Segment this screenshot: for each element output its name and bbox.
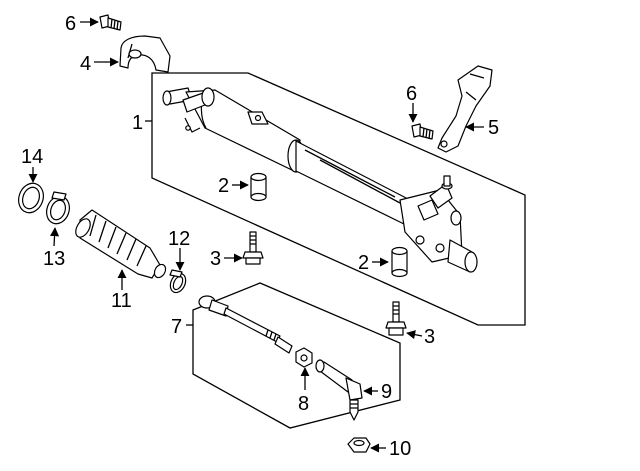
bolt-icon [411,123,434,140]
callout-7: 7 [171,316,182,338]
callout-11: 11 [111,290,132,312]
flange-bolt-icon [242,231,264,265]
bushing-icon [391,246,408,278]
callout-2: 2 [218,175,229,197]
clamp-icon [46,191,70,225]
callout-13: 13 [43,248,65,270]
nut-icon [295,347,313,368]
bracket-icon [119,35,171,73]
bushing-icon [250,172,267,202]
bolt-icon [99,14,122,31]
rack-assembly-outline [151,72,526,326]
leader-lines [28,17,484,453]
callout-3: 3 [424,326,435,348]
boot-icon [75,209,167,279]
callout-9: 9 [381,381,392,403]
callout-5: 5 [488,117,499,139]
tie-rod-box-outline [192,282,401,429]
callout-10: 10 [389,438,411,460]
callout-6: 6 [65,13,76,35]
nut-icon [347,437,371,453]
callout-6: 6 [406,83,417,105]
callout-8: 8 [298,393,309,415]
inner-tie-rod-icon [198,295,293,354]
callout-12: 12 [168,228,190,250]
callout-3: 3 [210,248,221,270]
mount-bracket-icon [437,65,493,153]
callout-2: 2 [358,252,369,274]
clamp-icon [169,269,187,294]
callout-4: 4 [80,53,91,75]
tie-rod-end-icon [315,359,363,421]
callout-1: 1 [132,112,143,134]
callout-14: 14 [21,146,43,168]
steering-rack-icon [162,87,478,273]
flange-bolt-icon [385,301,407,336]
ring-icon [18,182,44,214]
